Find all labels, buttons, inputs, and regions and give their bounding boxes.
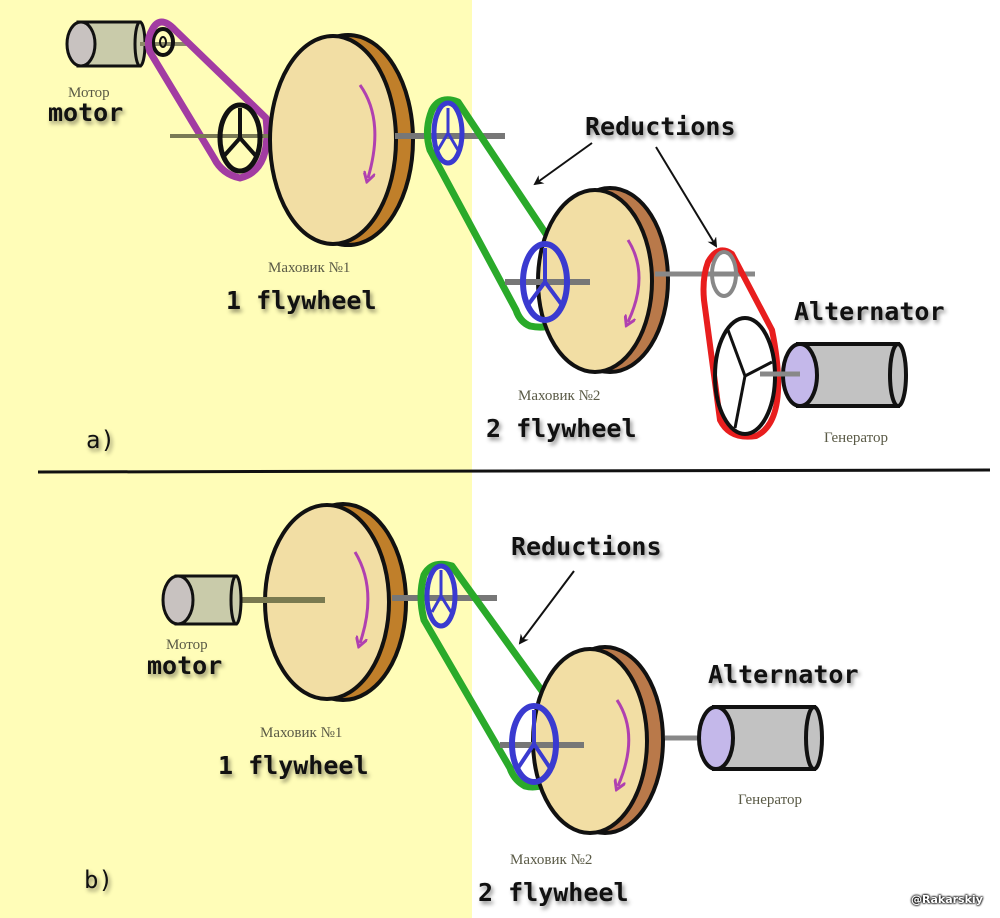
motor-label-ru-b: Мотор (166, 637, 208, 653)
alternator-label-b: Alternator (708, 660, 859, 689)
generator-label-ru-a: Генератор (824, 430, 888, 446)
flywheel-1-pulley-a (217, 102, 263, 174)
reductions-arrow-1-a (533, 142, 593, 186)
generator-label-ru-b: Генератор (738, 792, 802, 808)
reduction-pulley-small-b (424, 563, 458, 629)
motor-body-end (229, 574, 243, 626)
diagram-b (161, 502, 824, 835)
flywheel-1-label-ru-b: Маховик №1 (260, 725, 343, 741)
flywheel-1-b (263, 502, 408, 702)
flywheel-1-label-ru-a: Маховик №1 (268, 260, 351, 276)
generator-reduction-pulley-small-a (710, 250, 738, 298)
reductions-arrow-b (518, 570, 575, 645)
flywheel-1-a (268, 33, 415, 247)
flywheel-2-a (536, 186, 670, 374)
reductions-label-b: Reductions (511, 532, 662, 561)
motor-pulley (151, 27, 175, 57)
flywheel-1-label-en-a: 1 flywheel (226, 286, 377, 315)
motor-cap (161, 574, 195, 626)
motor-label-en-b: motor (147, 651, 223, 680)
motor-belt-a (144, 18, 271, 182)
author-credit: @Rakarskiy (911, 893, 983, 906)
section-divider (37, 468, 991, 474)
generator-cap (697, 705, 735, 771)
generator-body-end (888, 342, 908, 408)
reduction-pulley-small-a (431, 100, 465, 166)
flywheel-1-label-en-b: 1 flywheel (218, 751, 369, 780)
alternator-label-a: Alternator (794, 297, 945, 326)
flywheel-face (268, 34, 398, 246)
reductions-label-a: Reductions (585, 112, 736, 141)
rotation-arrow-icon (353, 551, 370, 643)
rotation-arrow-icon (617, 699, 631, 786)
reductions-arrow-2-a (655, 146, 718, 248)
motor-label-ru-a: Мотор (68, 85, 110, 101)
rotation-arrow-icon (628, 239, 641, 322)
rotation-arrow-icon (358, 84, 377, 178)
motor-label-en-a: motor (48, 98, 124, 127)
flywheel-2-pulley-a (520, 241, 570, 323)
flywheel-2-label-en-a: 2 flywheel (486, 414, 637, 443)
diagram-a (65, 18, 908, 440)
motor-pulley-hub (159, 36, 167, 48)
motor-b (161, 574, 243, 626)
flywheel-2-label-ru-b: Маховик №2 (510, 852, 593, 868)
flywheel-2-label-ru-a: Маховик №2 (518, 388, 601, 404)
motor-cap (65, 20, 97, 68)
generator-belt-a (700, 247, 782, 440)
part-label-a: a) (86, 426, 115, 454)
part-label-b: b) (84, 866, 113, 894)
generator-b (697, 705, 824, 771)
flywheel-2-b (531, 645, 665, 835)
flywheel-2-pulley-b (509, 703, 559, 785)
generator-a (760, 342, 908, 408)
flywheel-2-label-en-b: 2 flywheel (478, 878, 629, 907)
generator-body-end (804, 705, 824, 771)
